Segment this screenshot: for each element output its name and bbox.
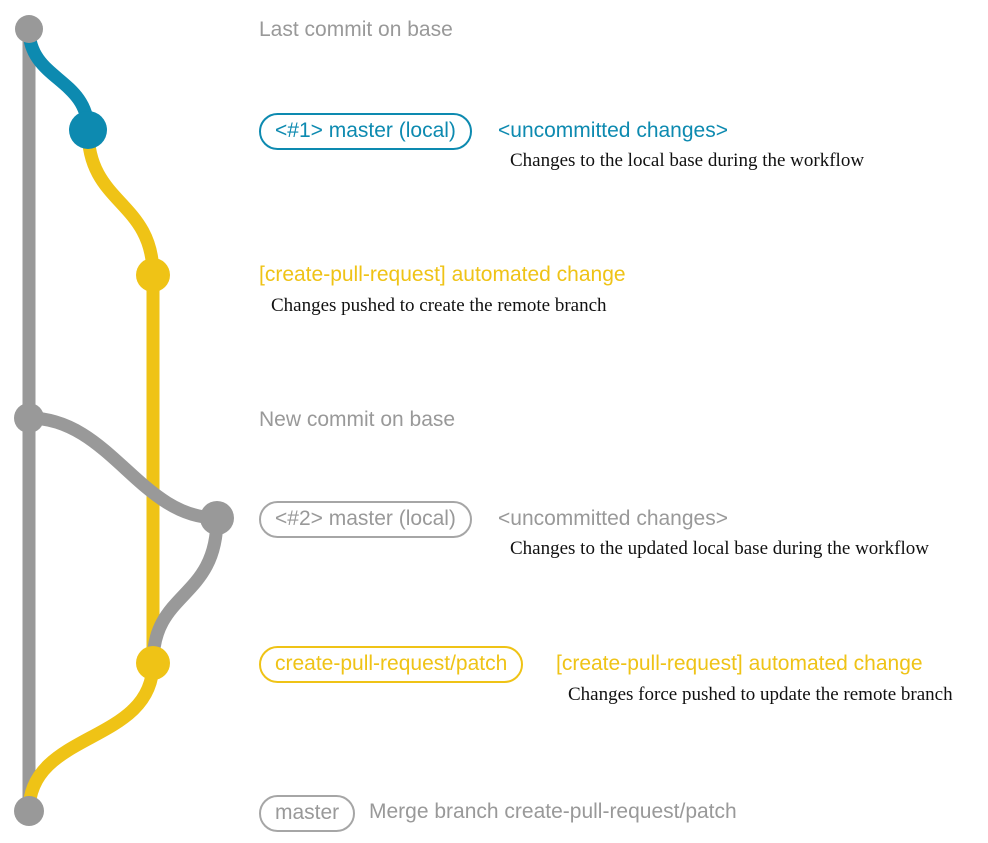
subtext-local-base-changes: Changes to the local base during the wor… (510, 150, 865, 171)
subtext-force-pushed-update-remote-branch: Changes force pushed to update the remot… (568, 684, 953, 705)
pill-create-pull-request-patch-wrap[interactable]: create-pull-request/patch (259, 646, 524, 684)
subtext-updated-local-base-changes: Changes to the updated local base during… (510, 538, 929, 559)
pill-master[interactable]: master (259, 795, 356, 833)
edge-base-to-local-master-2 (22, 411, 224, 525)
edge-local-master-2-to-automated-change-2 (146, 511, 224, 670)
pill-local-master-1-wrap[interactable]: <#1> master (local) (259, 113, 472, 151)
label-new-commit-on-base: New commit on base (259, 408, 456, 431)
pill-local-master-1[interactable]: <#1> master (local) (259, 113, 472, 151)
node-automated-change-2[interactable] (136, 646, 170, 680)
node-local-master-2[interactable] (200, 501, 234, 535)
node-merge-commit[interactable] (14, 796, 44, 826)
label-automated-change-2: [create-pull-request] automated change (556, 652, 923, 675)
node-base-last-commit[interactable] (15, 15, 43, 43)
label-last-commit-on-base: Last commit on base (259, 18, 453, 41)
label-automated-change-1: [create-pull-request] automated change (259, 263, 626, 286)
pill-local-master-2-wrap[interactable]: <#2> master (local) (259, 501, 472, 539)
node-local-master-1[interactable] (69, 111, 107, 149)
label-uncommitted-changes-1: <uncommitted changes> (498, 119, 728, 142)
edge-automated-change-2-to-merge-commit (22, 656, 160, 818)
edge-local-master-1-to-automated-change-1 (81, 123, 160, 282)
node-base-new-commit[interactable] (14, 403, 44, 433)
node-automated-change-1[interactable] (136, 258, 170, 292)
pill-local-master-2[interactable]: <#2> master (local) (259, 501, 472, 539)
pill-master-wrap[interactable]: master (259, 795, 356, 833)
label-uncommitted-changes-2: <uncommitted changes> (498, 507, 728, 530)
pill-create-pull-request-patch[interactable]: create-pull-request/patch (259, 646, 524, 684)
label-merge-branch: Merge branch create-pull-request/patch (369, 800, 737, 823)
subtext-pushed-create-remote-branch: Changes pushed to create the remote bran… (271, 295, 607, 316)
